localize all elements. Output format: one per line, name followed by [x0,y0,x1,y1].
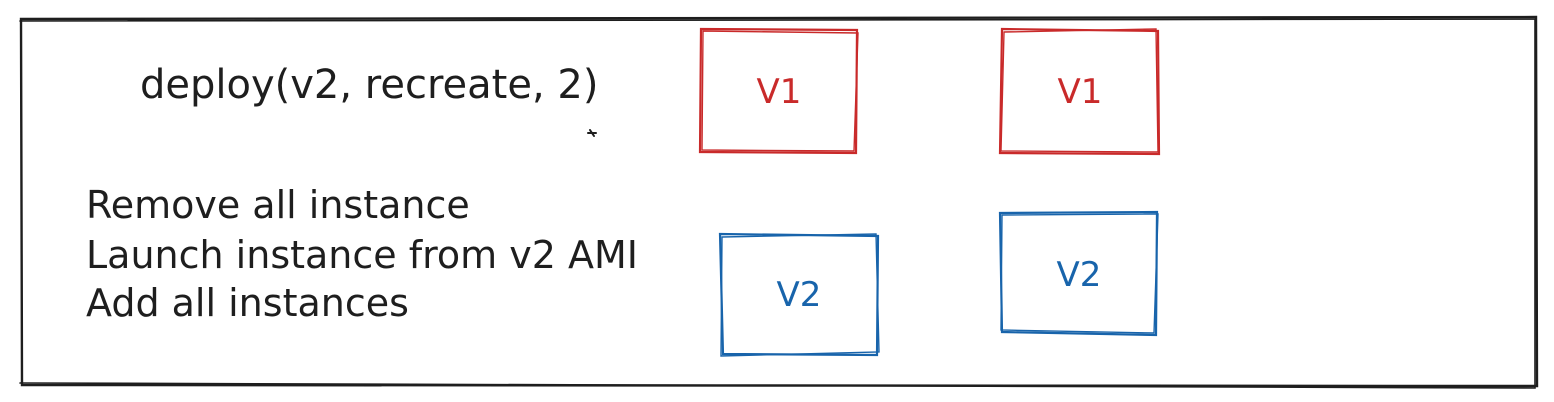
v2-instance-box-left: V2 [718,232,880,357]
deploy-command: deploy(v2, recreate, 2) [140,62,598,108]
v1-instance-box-right: V1 [998,27,1161,156]
step-remove-instances: Remove all instance [86,183,470,227]
step-launch-instances: Launch instance from v2 AMI [86,233,638,277]
v2-instance-box-right: V2 [998,210,1159,337]
step-add-instances: Add all instances [86,281,409,325]
v2-label-right: V2 [1057,255,1102,295]
v1-instance-box-left: V1 [698,27,859,155]
v1-label-left: V1 [757,72,802,112]
v1-label-right: V1 [1058,72,1103,112]
outer-frame [19,15,1539,389]
pen-mark [587,129,597,137]
v2-label-left: V2 [777,275,822,315]
step-list: Remove all instance Launch instance from… [86,183,638,325]
